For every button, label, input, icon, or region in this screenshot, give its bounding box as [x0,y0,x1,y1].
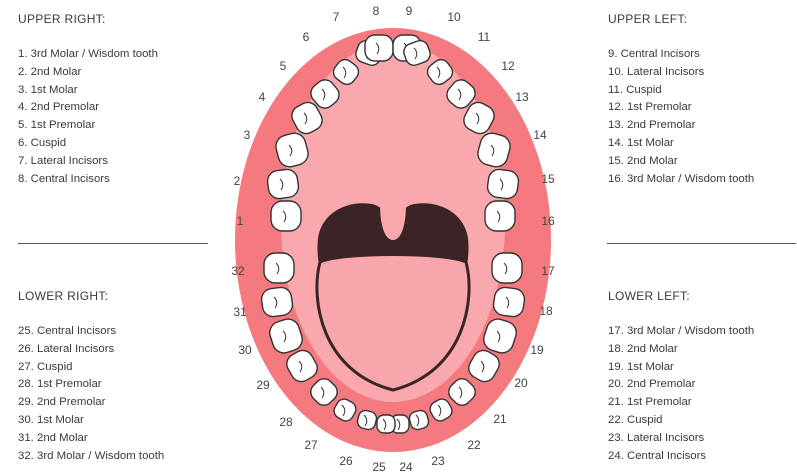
tooth-number-16: 16 [541,214,555,228]
tooth-number-29: 29 [256,378,270,392]
tooth-number-25: 25 [372,460,386,474]
tooth-number-27: 27 [304,438,318,452]
tooth-number-5: 5 [280,59,287,73]
tooth-number-4: 4 [259,90,266,104]
tooth-number-6: 6 [303,30,310,44]
tooth-number-28: 28 [279,415,293,429]
tooth-number-22: 22 [467,438,481,452]
tooth-number-2: 2 [234,174,241,188]
tooth-number-13: 13 [515,90,529,104]
tooth-number-15: 15 [541,172,555,186]
tooth-number-7: 7 [333,10,340,24]
tooth-number-11: 11 [478,30,491,44]
tooth-number-17: 17 [541,264,555,278]
tooth-number-1: 1 [237,214,244,228]
tooth-number-19: 19 [530,343,544,357]
tooth-number-9: 9 [406,4,413,18]
tooth-number-26: 26 [339,454,353,468]
tooth-number-18: 18 [539,304,553,318]
tooth-number-30: 30 [238,343,252,357]
tooth-number-8: 8 [373,4,380,18]
tooth-number-21: 21 [493,412,507,426]
tooth-number-23: 23 [431,454,445,468]
tooth-number-20: 20 [514,376,528,390]
tooth-number-10: 10 [447,10,461,24]
tooth-number-12: 12 [501,59,515,73]
tooth-number-31: 31 [233,305,247,319]
tooth-number-32: 32 [231,264,245,278]
tooth-number-3: 3 [244,128,251,142]
tooth-number-14: 14 [533,128,547,142]
tooth-number-24: 24 [399,460,413,474]
